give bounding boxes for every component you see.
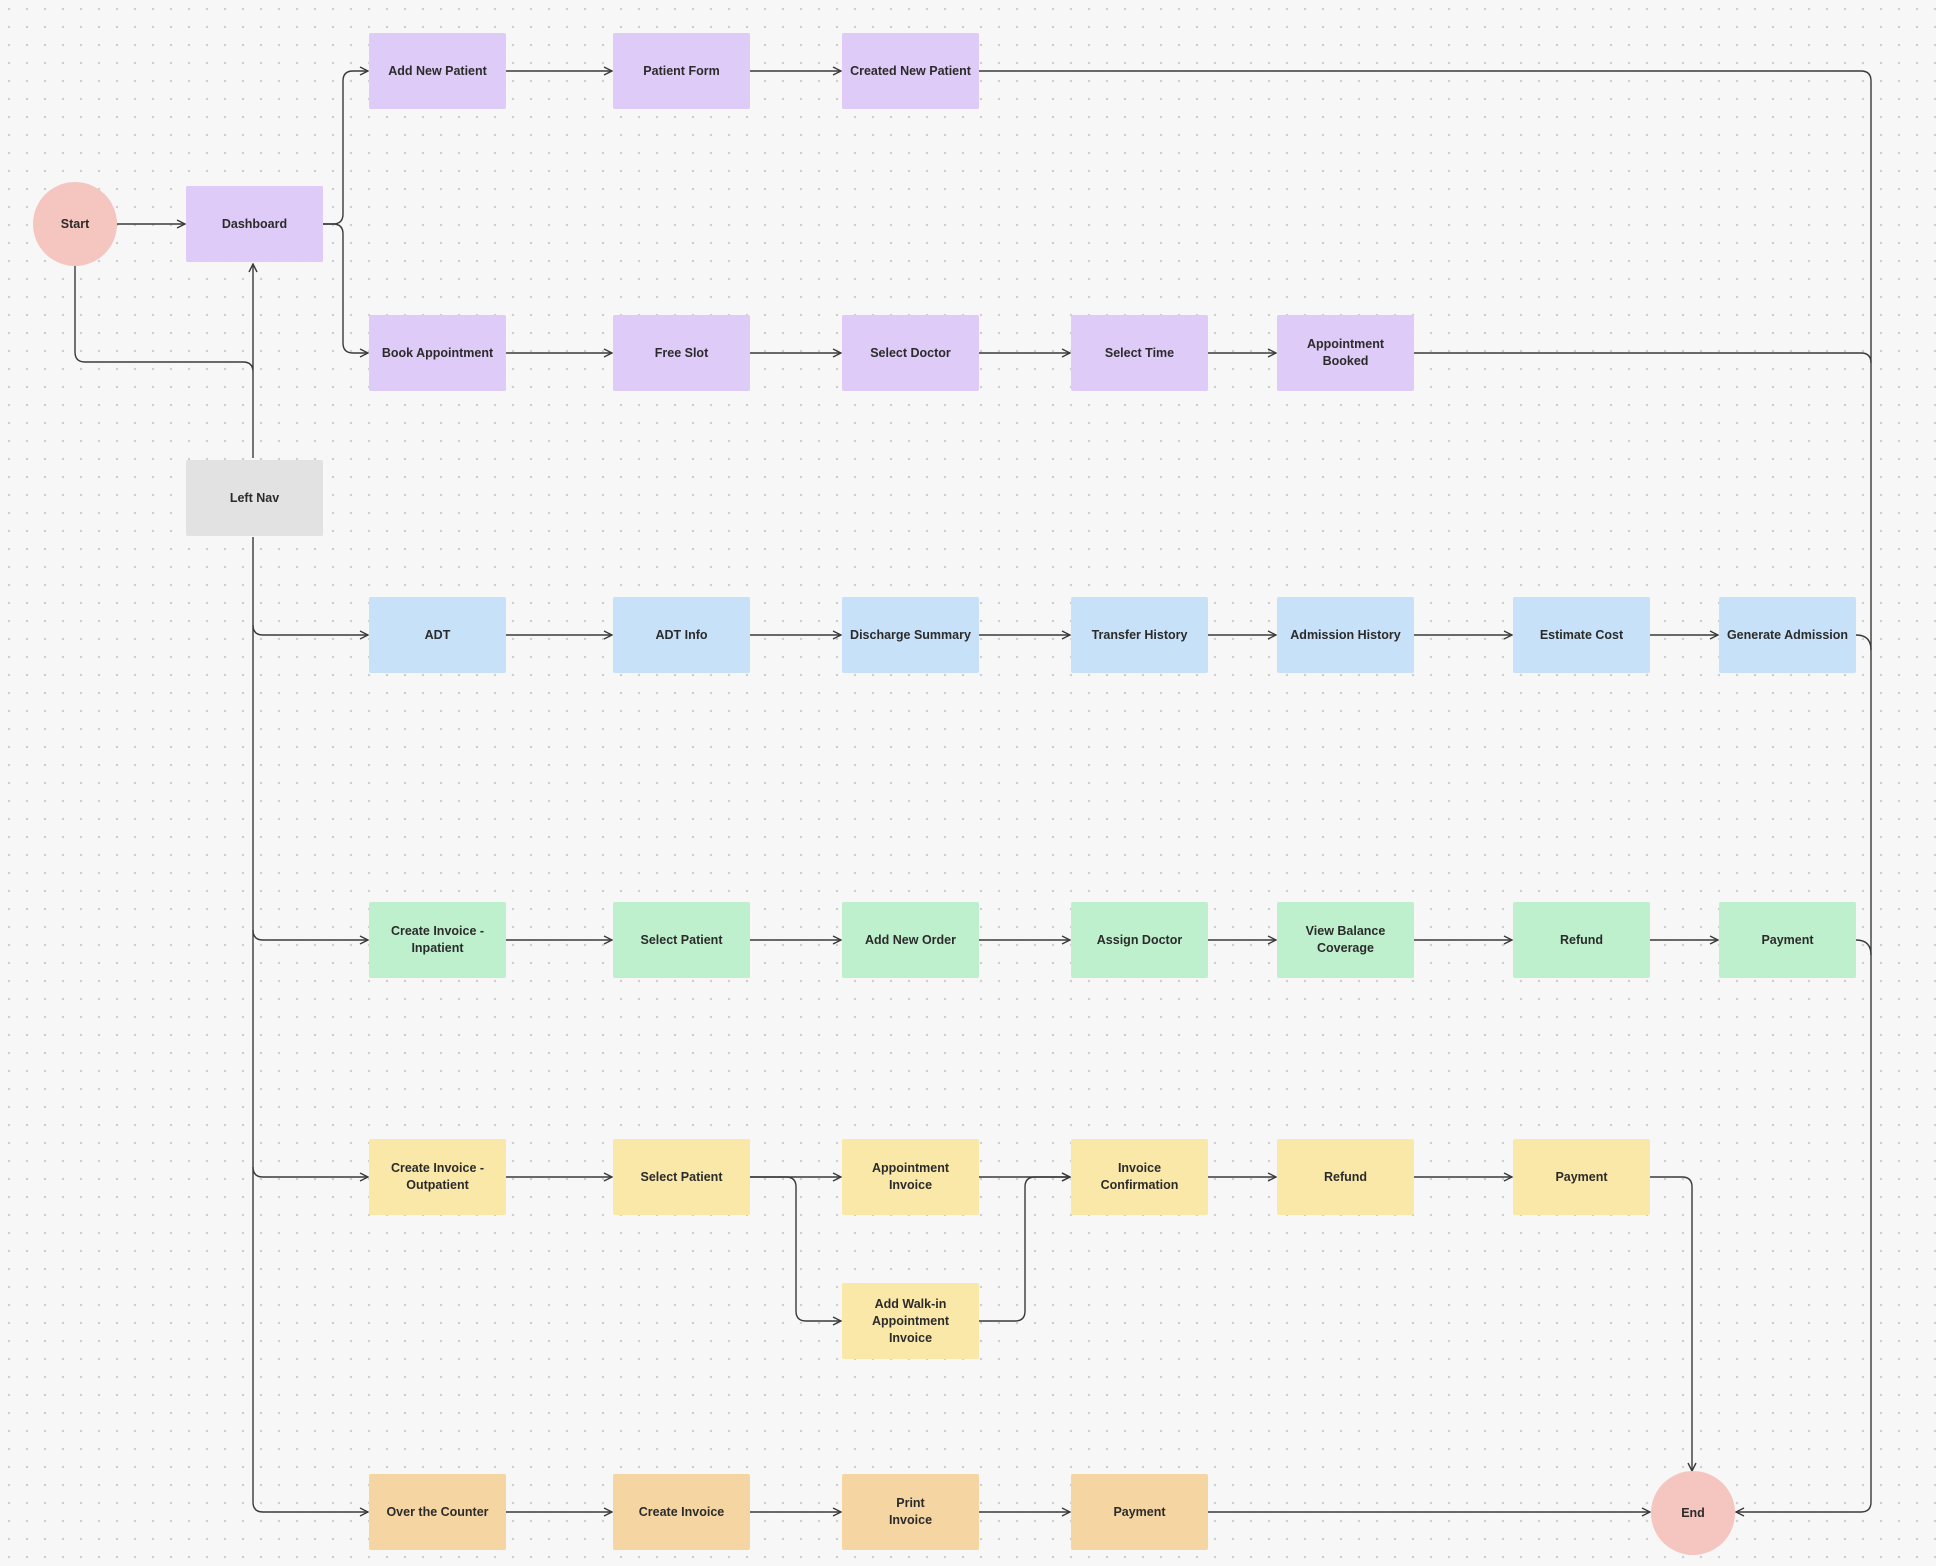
node-label: Appointment Booked [1306, 337, 1385, 368]
start-label: Start [60, 216, 90, 231]
node-label: Book Appointment [381, 345, 494, 360]
transfer-history-node[interactable]: Transfer History [1071, 597, 1208, 673]
node-label: Select Doctor [870, 345, 951, 360]
node-label: Refund [1559, 932, 1604, 947]
node-label: Estimate Cost [1539, 627, 1624, 642]
node-label: Discharge Summary [850, 627, 971, 642]
refund-outpatient-node[interactable]: Refund [1277, 1139, 1414, 1215]
node-label: Dashboard [221, 216, 288, 231]
generate-admission-node[interactable]: Generate Admission [1719, 597, 1856, 673]
adt-node[interactable]: ADT [369, 597, 506, 673]
node-label: Create Invoice - Inpatient [390, 924, 485, 955]
add-new-order-node[interactable]: Add New Order [842, 902, 979, 978]
create-invoice-inpatient-node[interactable]: Create Invoice - Inpatient [369, 902, 506, 978]
add-new-patient-node[interactable]: Add New Patient [369, 33, 506, 109]
patient-form-node[interactable]: Patient Form [613, 33, 750, 109]
select-patient-inpatient-node[interactable]: Select Patient [613, 902, 750, 978]
node-label: Payment [1555, 1169, 1608, 1184]
node-label: Select Patient [640, 1169, 723, 1184]
view-balance-coverage-node[interactable]: View Balance Coverage [1277, 902, 1414, 978]
node-label: Admission History [1290, 627, 1401, 642]
create-invoice-outpatient-node[interactable]: Create Invoice - Outpatient [369, 1139, 506, 1215]
adt-info-node[interactable]: ADT Info [613, 597, 750, 673]
free-slot-node[interactable]: Free Slot [613, 315, 750, 391]
end-label: End [1681, 1505, 1705, 1520]
node-label: Assign Doctor [1096, 932, 1183, 947]
node-label: Select Patient [640, 932, 723, 947]
admission-history-node[interactable]: Admission History [1277, 597, 1414, 673]
invoice-confirmation-node[interactable]: Invoice Confirmation [1071, 1139, 1208, 1215]
left-nav-node[interactable]: Left Nav [186, 460, 323, 536]
node-label: Refund [1323, 1169, 1368, 1184]
created-new-patient-node[interactable]: Created New Patient [842, 33, 979, 109]
create-invoice-node[interactable]: Create Invoice [613, 1474, 750, 1550]
appointment-invoice-node[interactable]: Appointment Invoice [842, 1139, 979, 1215]
edge-start-loop-dashboard [74, 264, 253, 373]
appointment-booked-node[interactable]: Appointment Booked [1277, 315, 1414, 391]
node-label: Create Invoice - Outpatient [390, 1161, 485, 1192]
select-patient-outpatient-node[interactable]: Select Patient [613, 1139, 750, 1215]
book-appointment-node[interactable]: Book Appointment [369, 315, 506, 391]
edge-dashboard-addpatient [323, 71, 368, 225]
node-label: Patient Form [643, 63, 720, 78]
node-label: Over the Counter [386, 1504, 489, 1519]
payment-outpatient-node[interactable]: Payment [1513, 1139, 1650, 1215]
payment-otc-node[interactable]: Payment [1071, 1474, 1208, 1550]
edge-createdpatient-end [979, 70, 1872, 1512]
node-label: Invoice Confirmation [1100, 1161, 1179, 1192]
assign-doctor-node[interactable]: Assign Doctor [1071, 902, 1208, 978]
over-the-counter-node[interactable]: Over the Counter [369, 1474, 506, 1550]
node-label: Appointment Invoice [871, 1161, 950, 1192]
dashboard-node[interactable]: Dashboard [186, 186, 323, 262]
node-label: Add New Patient [388, 63, 487, 78]
node-label: Print Invoice [888, 1496, 933, 1527]
edge-payment-end [1650, 1176, 1692, 1471]
node-label: Transfer History [1091, 627, 1188, 642]
edge-dashboard-bookappt [323, 223, 368, 353]
estimate-cost-node[interactable]: Estimate Cost [1513, 597, 1650, 673]
node-label: Free Slot [654, 345, 709, 360]
node-label: Create Invoice [638, 1504, 725, 1519]
node-label: ADT Info [655, 627, 708, 642]
node-label: Select Time [1104, 345, 1175, 360]
node-label: Payment [1113, 1504, 1166, 1519]
node-label: Add Walk-in Appointment Invoice [871, 1296, 950, 1345]
select-time-node[interactable]: Select Time [1071, 315, 1208, 391]
node-label: Generate Admission [1726, 627, 1849, 642]
payment-inpatient-node[interactable]: Payment [1719, 902, 1856, 978]
start-node[interactable]: Start [33, 182, 117, 266]
node-label: View Balance Coverage [1305, 924, 1386, 955]
end-node[interactable]: End [1651, 1471, 1735, 1555]
discharge-summary-node[interactable]: Discharge Summary [842, 597, 979, 673]
edge-selectpatient-walkin [750, 1176, 841, 1321]
edge-walkin-confirmation [979, 1177, 1070, 1322]
node-label: Payment [1761, 932, 1814, 947]
edge-leftnav-spine [252, 537, 368, 1512]
node-label: ADT [424, 627, 451, 642]
node-label: Add New Order [865, 932, 956, 947]
add-walkin-invoice-node[interactable]: Add Walk-in Appointment Invoice [842, 1283, 979, 1359]
print-invoice-node[interactable]: Print Invoice [842, 1474, 979, 1550]
node-label: Left Nav [229, 490, 280, 505]
node-label: Created New Patient [850, 63, 971, 78]
select-doctor-node[interactable]: Select Doctor [842, 315, 979, 391]
refund-inpatient-node[interactable]: Refund [1513, 902, 1650, 978]
